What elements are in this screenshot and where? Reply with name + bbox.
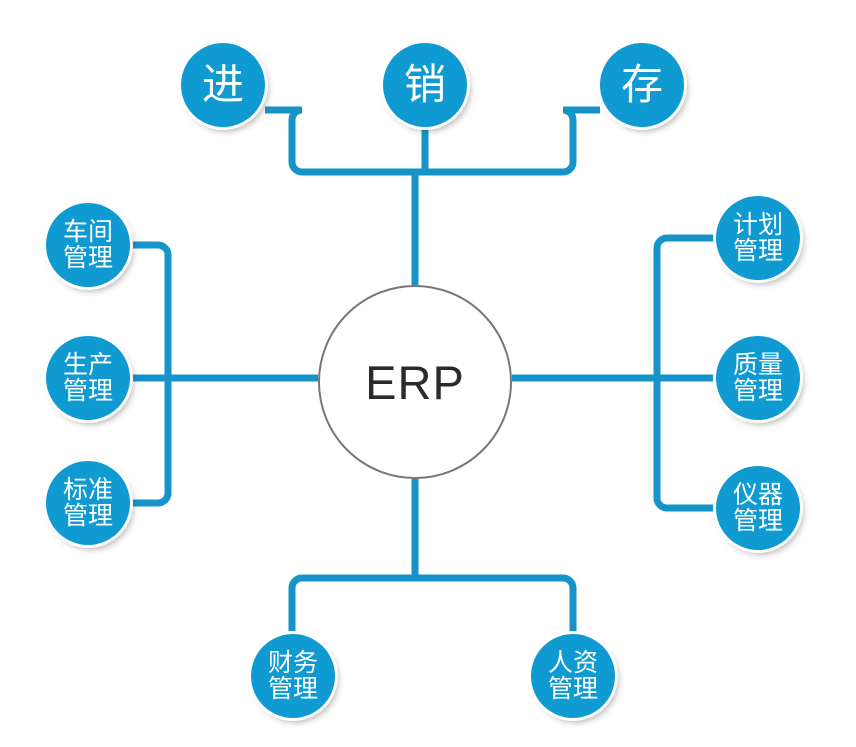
node-plan-management-label-line-2: 管理 <box>732 237 783 265</box>
node-plan-management[interactable]: 计划 管理 <box>716 196 800 280</box>
node-quality-management[interactable]: 质量 管理 <box>716 336 800 420</box>
connector-right-bus-upper <box>653 234 718 378</box>
node-finance-management-label-line-2: 管理 <box>267 675 318 703</box>
node-finance-management-label-line-1: 财务 <box>267 648 318 677</box>
node-hr-management[interactable]: 人资 管理 <box>531 634 615 718</box>
node-cun-label-line-1: 存 <box>620 61 663 108</box>
connector-right-bus-lower <box>653 378 718 512</box>
node-instrument-management-label-line-2: 管理 <box>732 507 783 535</box>
node-workshop-management-label-line-2: 管理 <box>62 244 113 272</box>
node-production-management-label-line-2: 管理 <box>62 377 113 405</box>
node-hr-management-label-line-2: 管理 <box>547 675 598 703</box>
node-quality-management-label-line-2: 管理 <box>732 377 783 405</box>
connector-left-bus-lower <box>128 378 172 507</box>
center-node-erp[interactable]: ERP <box>318 285 512 479</box>
node-plan-management-label-line-1: 计划 <box>732 210 783 239</box>
node-standard-management-label-line-2: 管理 <box>62 502 113 530</box>
node-standard-management-label-line-1: 标准 <box>62 475 113 504</box>
node-workshop-management[interactable]: 车间 管理 <box>46 203 130 287</box>
connector-bottom-bus-left <box>288 574 415 640</box>
node-quality-management-label-line-1: 质量 <box>732 350 783 379</box>
node-instrument-management-label-line-1: 仪器 <box>732 480 783 509</box>
node-hr-management-label-line-1: 人资 <box>547 648 598 677</box>
node-jin[interactable]: 进 <box>181 43 265 127</box>
connector-top-bus-right <box>415 106 600 176</box>
node-jin-label-line-1: 进 <box>201 61 244 108</box>
connector-bottom-bus-right <box>415 574 577 640</box>
connector-left-bus-upper <box>128 241 172 378</box>
node-production-management[interactable]: 生产 管理 <box>46 336 130 420</box>
center-node-label: ERP <box>365 355 465 409</box>
connector-top-bus-left <box>265 106 415 176</box>
node-production-management-label-line-1: 生产 <box>62 350 113 379</box>
node-finance-management[interactable]: 财务 管理 <box>251 634 335 718</box>
node-xiao-label-line-1: 销 <box>403 61 446 108</box>
node-cun[interactable]: 存 <box>600 43 684 127</box>
node-workshop-management-label-line-1: 车间 <box>62 217 113 246</box>
node-standard-management[interactable]: 标准 管理 <box>46 461 130 545</box>
node-instrument-management[interactable]: 仪器 管理 <box>716 466 800 550</box>
node-xiao[interactable]: 销 <box>383 43 467 127</box>
